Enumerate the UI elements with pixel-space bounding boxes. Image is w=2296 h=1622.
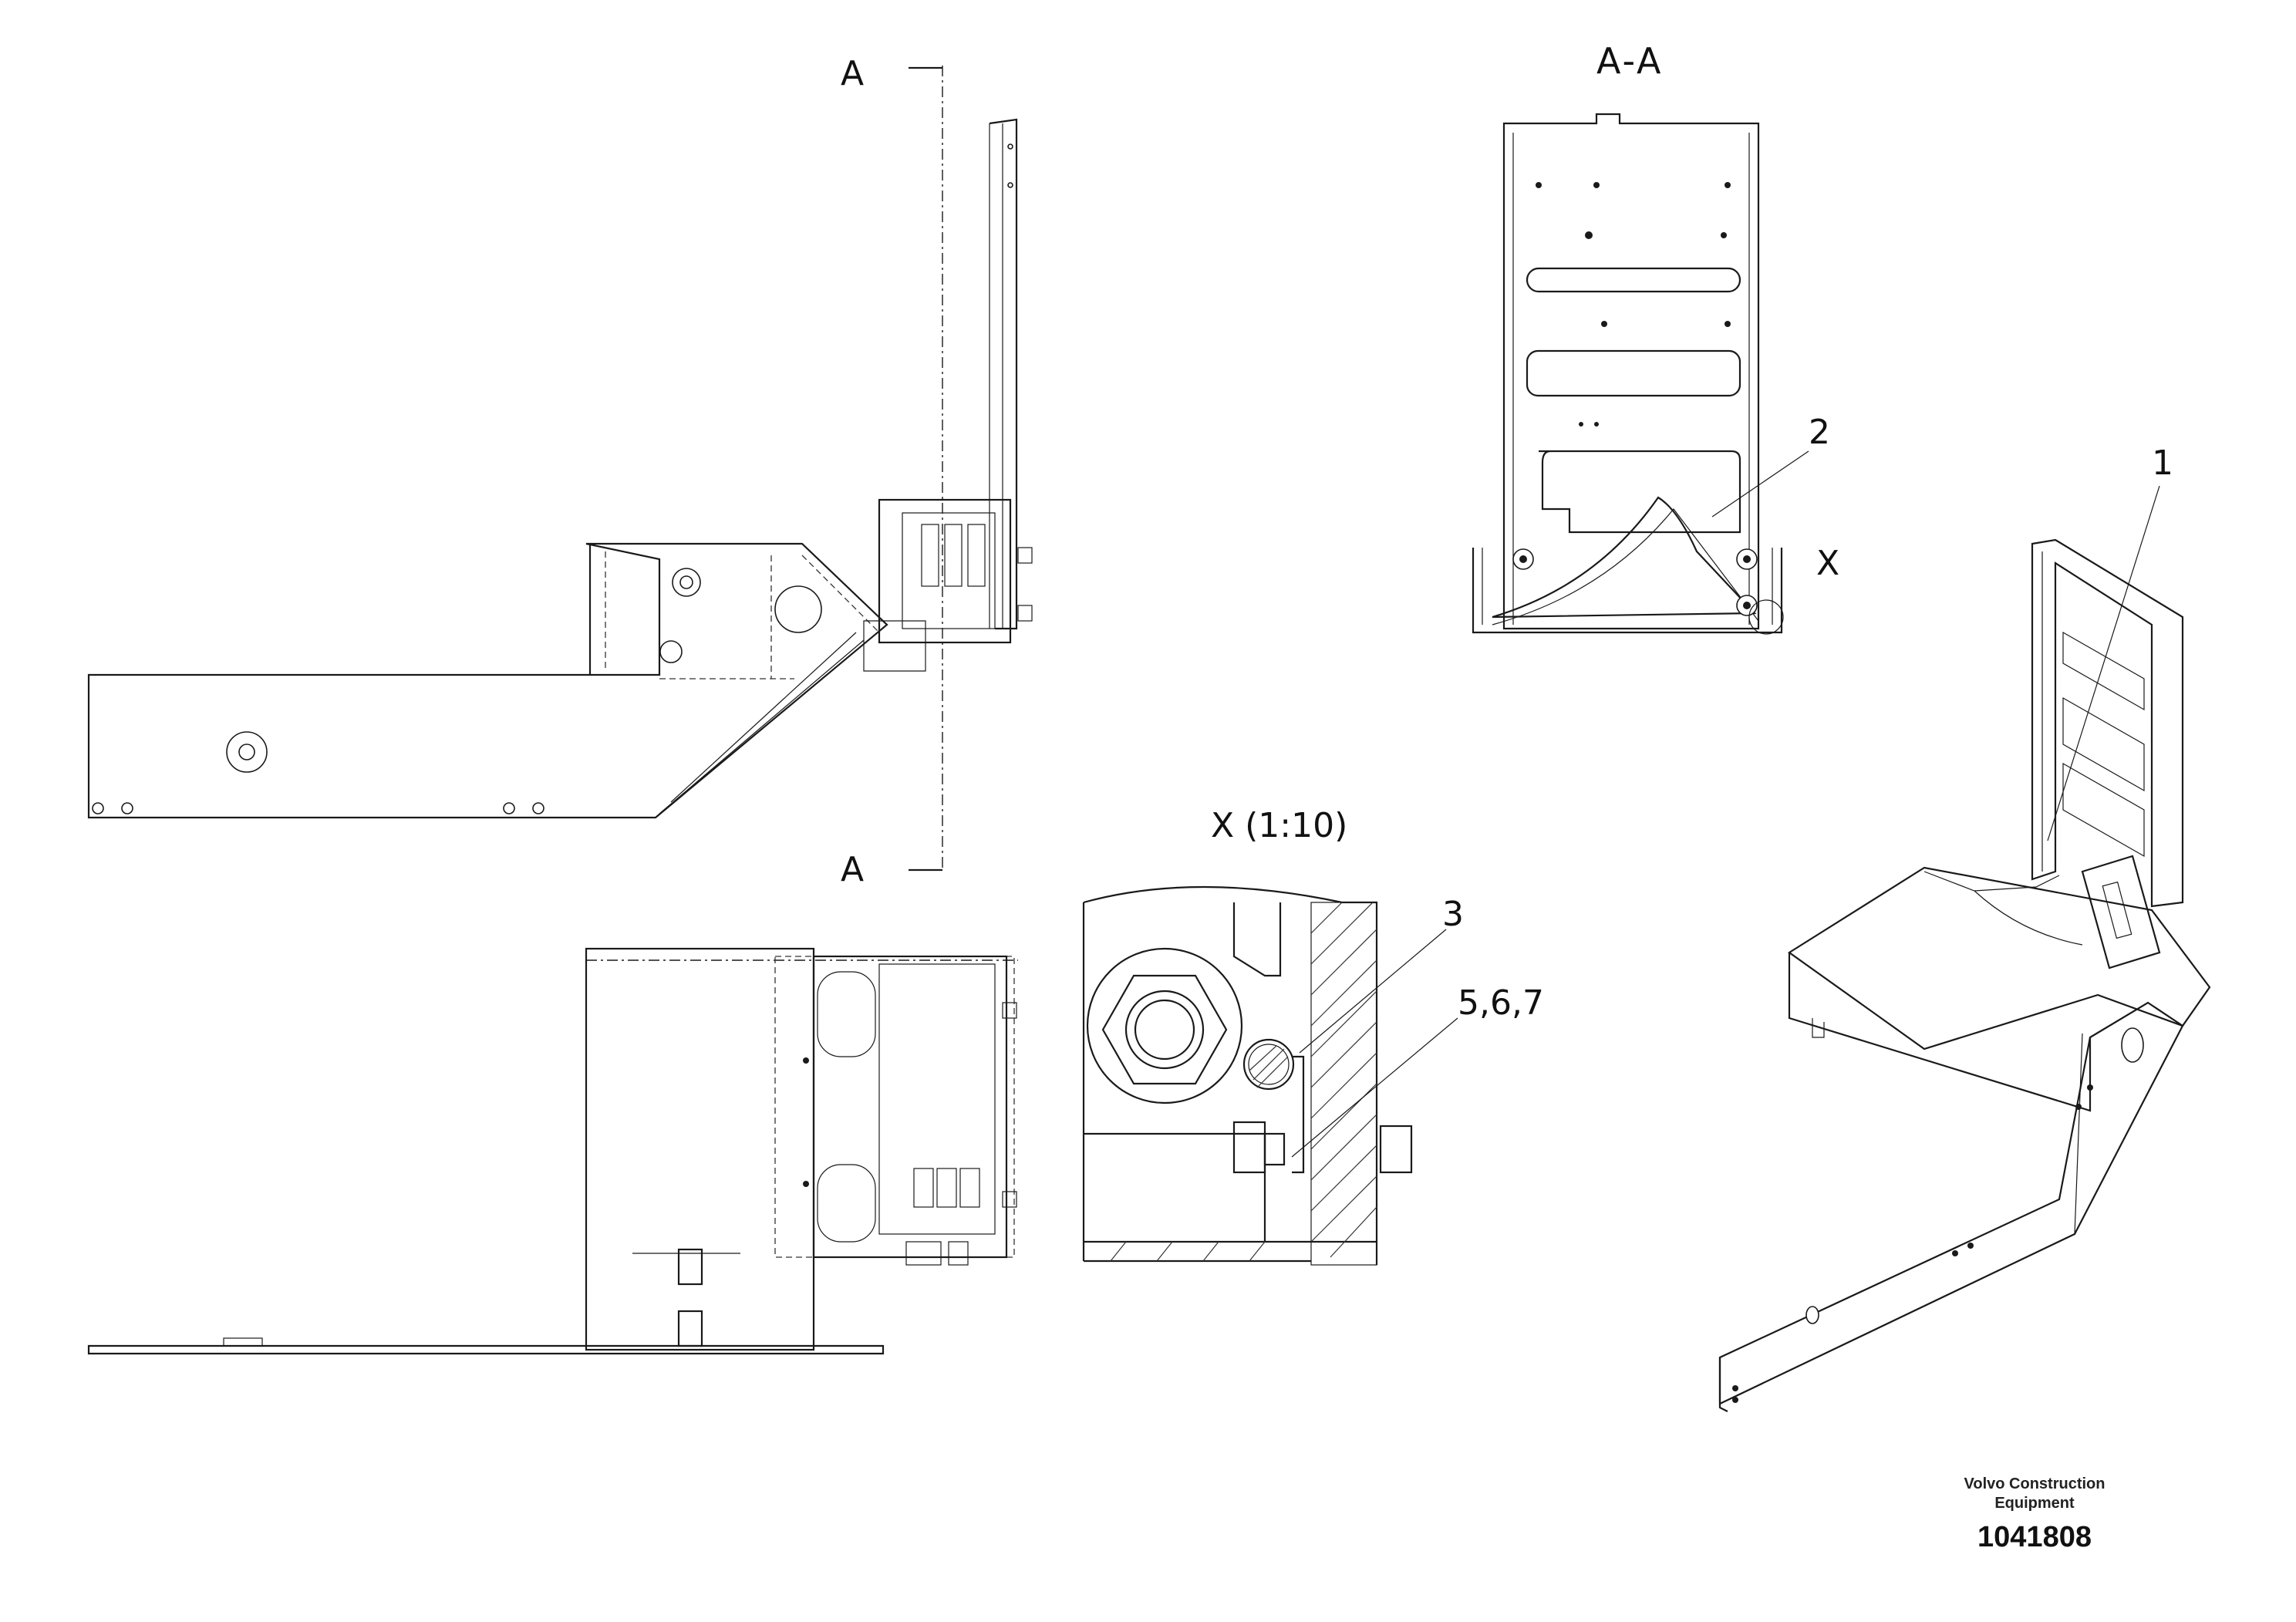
section-view-a-a: A-A X 2 <box>1472 40 1839 635</box>
company-name-line2: Equipment <box>1994 1495 2075 1512</box>
section-view-title: A-A <box>1596 40 1664 82</box>
front-view: A A <box>87 54 1033 889</box>
callout-2: 2 <box>1809 413 1830 452</box>
callout-1: 1 <box>2152 443 2173 483</box>
title-block: Volvo Construction Equipment 1041808 <box>1964 1475 2106 1553</box>
wall-hatching <box>1110 902 1377 1262</box>
hose-hatching <box>1249 1045 1289 1088</box>
callout-5-6-7: 5,6,7 <box>1458 983 1544 1023</box>
section-marker-bottom: A <box>841 850 864 889</box>
drawing-number: 1041808 <box>1977 1521 2092 1553</box>
detail-view-x: X (1:10) <box>1082 806 1544 1266</box>
detail-marker: X <box>1816 544 1839 583</box>
plan-view <box>87 947 1018 1355</box>
callout-3: 3 <box>1442 895 1464 934</box>
section-marker-top: A <box>841 54 864 93</box>
company-name-line1: Volvo Construction <box>1964 1475 2106 1492</box>
isometric-view: 1 <box>1718 443 2211 1412</box>
detail-view-title: X (1:10) <box>1211 806 1347 845</box>
